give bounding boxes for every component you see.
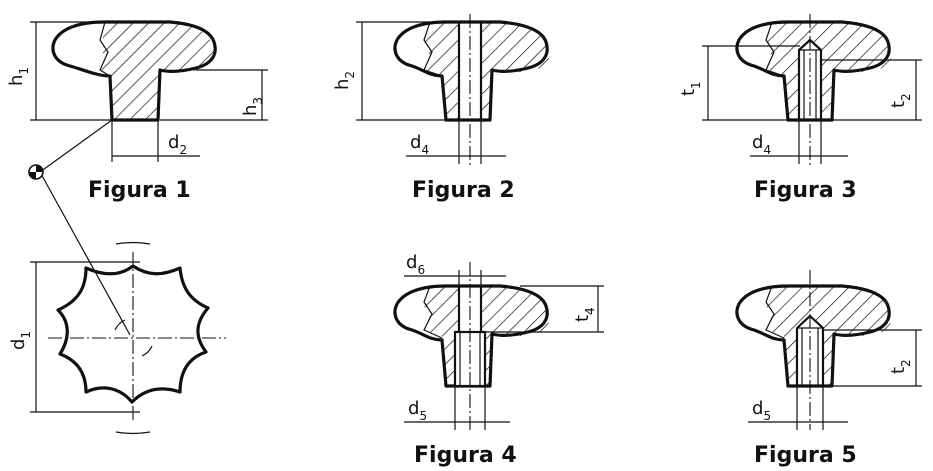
figure-2: h2 d4 Figura 2 [332,14,550,203]
dim-d4-fig2: d4 [410,132,429,157]
dim-t2-fig3: t2 [888,93,913,108]
dim-t4: t4 [572,307,597,322]
dim-d1: d1 [8,331,33,350]
figure-5: t2 d5 Figura 5 [735,270,922,468]
dim-d2: d2 [168,132,187,157]
dim-h1: h1 [6,67,31,86]
knob-profile [393,284,549,388]
figure-4-caption: Figura 4 [414,443,517,468]
knob-profile [735,20,891,122]
dim-d6: d6 [406,252,425,277]
figure-1-caption: Figura 1 [88,178,191,203]
knob-profile [393,20,549,122]
figure-4: d6 t4 d5 Figura 4 [393,252,604,468]
dim-t1: t1 [678,81,703,96]
dim-d5-fig5: d5 [752,398,771,423]
figure-2-caption: Figura 2 [412,178,515,203]
knob-plan-view: d1 [8,242,226,434]
knob-profile [51,20,217,122]
figure-3-caption: Figura 3 [754,178,857,203]
dim-d4-fig3: d4 [752,132,771,157]
dim-h2: h2 [332,71,357,90]
knob-profile [735,284,891,388]
dim-d5-fig4: d5 [408,398,427,423]
dim-h3: h3 [240,97,265,116]
figure-5-caption: Figura 5 [754,443,857,468]
star-outline [56,264,210,404]
dim-t2-fig5: t2 [888,359,913,374]
figure-3: t1 t2 d4 Figura 3 [678,14,922,203]
figure-1: h1 h3 d2 Figura 1 [6,20,268,336]
